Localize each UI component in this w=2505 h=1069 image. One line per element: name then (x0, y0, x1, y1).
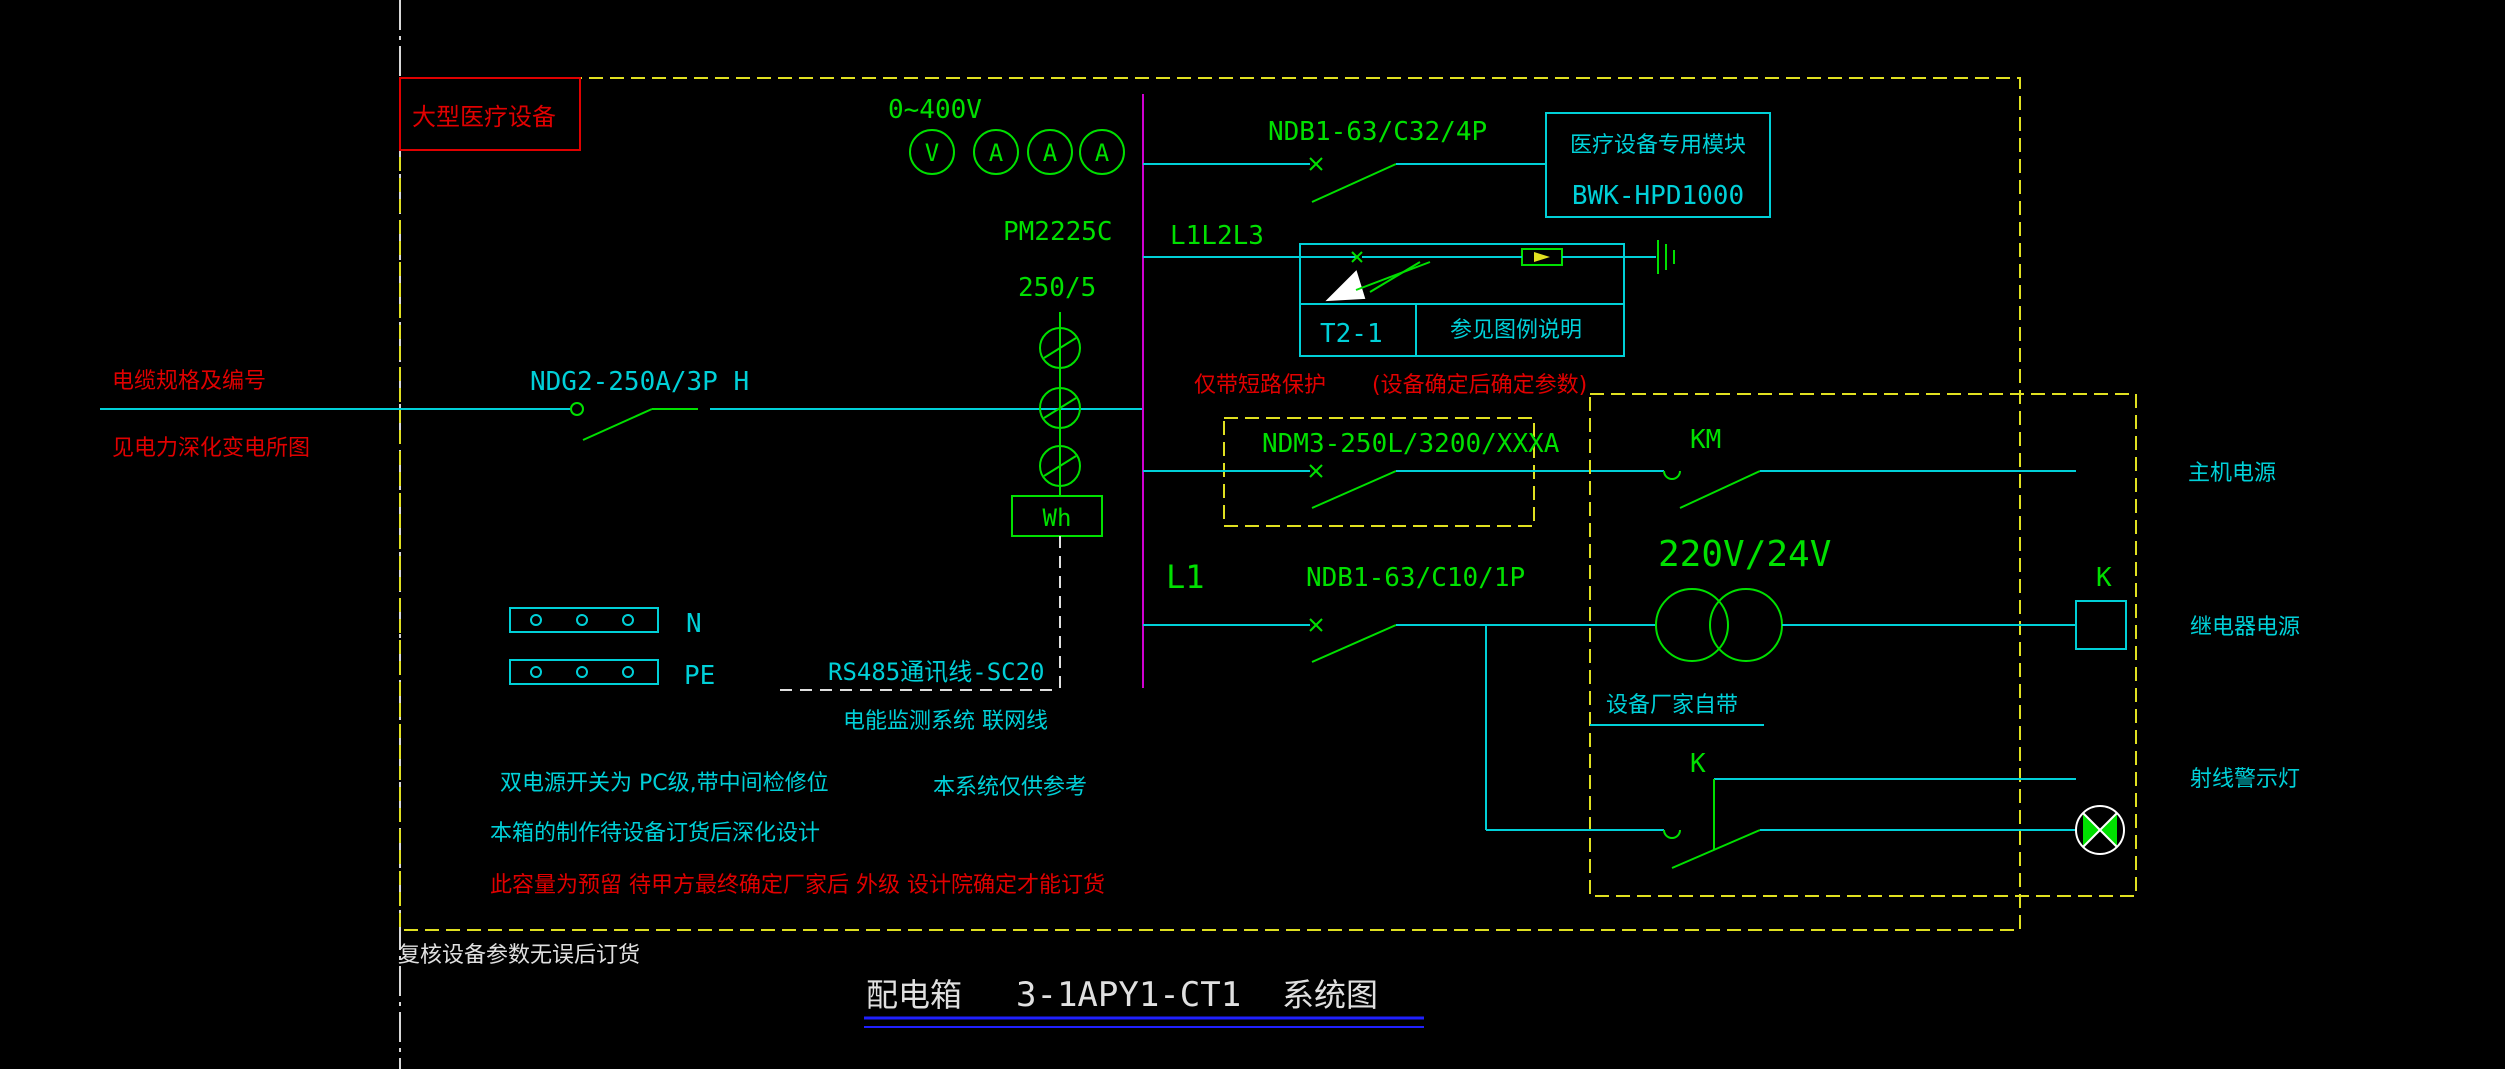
voltmeter-ring (909, 129, 955, 175)
note-3: 此容量为预留 待甲方最终确定厂家后 外级 设计院确定才能订货 (490, 873, 1105, 898)
cable-label: 电缆规格及编号 (112, 369, 266, 394)
energy-meter-box (1011, 495, 1103, 537)
ammeter-1-symbol: A (989, 139, 1004, 167)
spd-cross-b (1351, 251, 1363, 263)
branch1-blade (1311, 163, 1397, 203)
spd-note-label: 参见图例说明 (1450, 318, 1582, 343)
main-breaker-blade (582, 408, 653, 441)
earth-bar-terminal-2 (576, 666, 588, 678)
relay-coil-box (2075, 600, 2127, 650)
substation-ref-label: 见电力深化变电所图 (112, 436, 310, 461)
ammeter-3-symbol: A (1095, 139, 1110, 167)
spd-device-arrow-icon (1534, 252, 1550, 262)
branch2-breaker-label: NDM3-250L/3200/XXXA (1262, 429, 1560, 459)
vendor-supplied-note: 设备厂家自带 (1606, 693, 1738, 718)
branch2-blade (1311, 470, 1397, 509)
ct-2-icon (1039, 387, 1081, 429)
ct-3-tick (1043, 455, 1077, 477)
ammeter-1-ring (973, 129, 1019, 175)
warning-lamp-fill-left (2083, 813, 2100, 847)
short-circuit-protection-note: 仅带短路保护 (1194, 373, 1326, 398)
earth-bar (509, 659, 659, 685)
branch1-cross-b (1309, 157, 1323, 171)
ammeter-3-ring (1079, 129, 1125, 175)
branch3-blade (1311, 624, 1397, 663)
warning-lamp-fill-right (2100, 813, 2117, 847)
comm-line-label: RS485通讯线-SC20 (828, 658, 1045, 686)
warning-lamp-cross-b (2082, 812, 2118, 848)
neutral-bar-terminal-1 (530, 614, 542, 626)
transformer-secondary-coil (1709, 588, 1783, 662)
transformer-ratio-label: 220V/24V (1658, 534, 1831, 575)
panel-bottom-note: 复核设备参数无误后订货 (398, 943, 640, 968)
neutral-bar (509, 607, 659, 633)
ammeter-2-symbol: A (1043, 139, 1058, 167)
earth-bar-terminal-3 (622, 666, 634, 678)
note-2: 本箱的制作待设备订货后深化设计 (490, 821, 820, 846)
main-breaker-label: NDG2-250A/3P H (530, 367, 749, 397)
system-reference-note: 本系统仅供参考 (933, 775, 1087, 800)
ct-2-tick (1043, 397, 1077, 419)
spd-arrow-shaft (1355, 261, 1431, 291)
note-1: 双电源开关为 PC级,带中间检修位 (500, 771, 829, 796)
spd-blade (1369, 261, 1421, 293)
branch4-contact-pivot (1663, 829, 1681, 839)
confirm-params-note: (设备确定后确定参数) (1372, 373, 1587, 398)
energy-meter-label: Wh (1043, 504, 1072, 532)
medical-module-model: BWK-HPD1000 (1572, 181, 1744, 211)
spd-type-label: T2-1 (1320, 319, 1383, 349)
title-suffix: 系统图 (1282, 976, 1378, 1014)
spd-arrow-icon (1325, 270, 1366, 302)
relay-contact-k-label: K (1690, 749, 1706, 779)
neutral-bar-label: N (686, 609, 702, 639)
spd-phase-label: L1L2L3 (1170, 221, 1264, 251)
contactor-km-label: KM (1690, 425, 1721, 455)
panel-title-box (399, 77, 581, 151)
branch3-breaker-label: NDB1-63/C10/1P (1306, 563, 1525, 593)
panel-title-tag: 大型医疗设备 (412, 103, 556, 131)
comm-system-label: 电能监测系统 联网线 (843, 709, 1048, 734)
contactor-km-pivot (1663, 470, 1681, 480)
ct-3-icon (1039, 445, 1081, 487)
medical-module-name: 医疗设备专用模块 (1570, 133, 1746, 158)
power-meter-label: PM2225C (1003, 217, 1113, 247)
ct-1-tick (1043, 337, 1077, 359)
panel-enclosure (399, 77, 2021, 931)
ammeter-2-ring (1027, 129, 1073, 175)
neutral-bar-terminal-3 (622, 614, 634, 626)
ct-ratio-label: 250/5 (1018, 273, 1096, 303)
branch3-cross-b (1309, 618, 1323, 632)
voltage-range-label: 0~400V (888, 95, 982, 125)
warning-lamp-output: 射线警示灯 (2190, 767, 2300, 792)
contactor-km-blade (1679, 470, 1761, 509)
voltmeter-symbol: V (925, 139, 939, 167)
ct-1-icon (1039, 327, 1081, 369)
main-breaker-pivot (570, 402, 584, 416)
earth-bar-label: PE (684, 661, 715, 691)
neutral-bar-terminal-2 (576, 614, 588, 626)
earth-bar-terminal-1 (530, 666, 542, 678)
title-code: 3-1APY1-CT1 (1016, 975, 1241, 1015)
main-power-output: 主机电源 (2188, 461, 2276, 486)
relay-power-output: 继电器电源 (2190, 615, 2300, 640)
spd-box (1299, 243, 1625, 357)
relay-k-label: K (2096, 563, 2112, 593)
branch3-phase-label: L1 (1166, 558, 1205, 596)
branch4-contact-blade (1671, 829, 1761, 869)
branch1-breaker-label: NDB1-63/C32/4P (1268, 117, 1487, 147)
medical-module-box (1545, 112, 1771, 218)
branch2-cross-b (1309, 464, 1323, 478)
transformer-primary-coil (1655, 588, 1729, 662)
vendor-enclosure (1589, 393, 2137, 897)
title-prefix: 配电箱 (866, 976, 962, 1014)
